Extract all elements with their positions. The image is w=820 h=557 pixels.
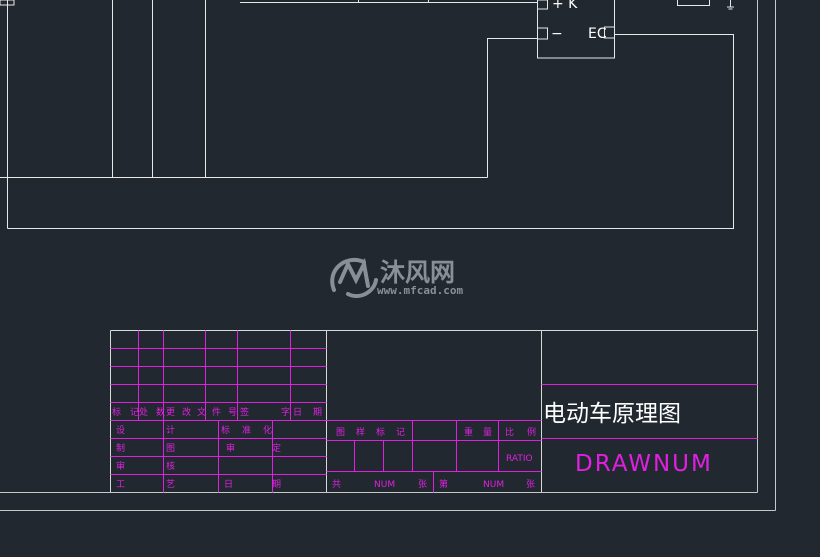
- rev-header-11: 字: [281, 406, 290, 418]
- sheet-total-label: 共: [332, 479, 341, 490]
- row3-cell-2: 核: [166, 460, 175, 472]
- drawing-number: DRAWNUM: [575, 451, 713, 477]
- rev-header-13: 期: [313, 407, 322, 418]
- sheet-index-unit: 张: [526, 479, 535, 490]
- mfcad-logo-icon: [330, 257, 378, 299]
- row1-cell-5: 化: [263, 424, 272, 436]
- rev-header-4: 数: [156, 406, 165, 418]
- sheet-frame: [0, 0, 776, 511]
- schematic-wiring: [0, 0, 734, 229]
- row2-cell-1: 制: [116, 442, 125, 454]
- pin-k-label: + K: [552, 0, 578, 12]
- mid-header-4: 记: [396, 427, 405, 438]
- rev-header-8: 件: [212, 406, 221, 418]
- mid-header-6: 量: [483, 427, 492, 438]
- rev-header-5: 更: [166, 407, 175, 418]
- sheet-index-value: NUM: [483, 480, 504, 490]
- pin-ec-box: [604, 26, 615, 39]
- mid-header-1: 图: [336, 427, 345, 438]
- ground-component: [677, 0, 734, 10]
- sheet-total-value: NUM: [374, 480, 395, 490]
- row3-cell-1: 审: [116, 460, 125, 472]
- mid-header-2: 样: [356, 426, 365, 438]
- rev-header-7: 文: [197, 406, 206, 418]
- title-block: 标 记 处 数 更 改 文 件 号 签 字 日 期 设 计 标 准 化 制 图 …: [110, 330, 758, 493]
- sheet-index-label: 第: [439, 478, 448, 490]
- row4-cell-4: 期: [272, 479, 281, 490]
- pin-ec-label: EC: [588, 26, 607, 42]
- mid-header-5: 重: [464, 426, 473, 438]
- rev-header-2: 记: [130, 407, 139, 418]
- row2-cell-2: 图: [166, 443, 175, 454]
- row1-cell-3: 标: [221, 424, 230, 436]
- row4-cell-2: 艺: [166, 479, 175, 490]
- pin-neg-label: −: [551, 26, 563, 42]
- rev-header-6: 改: [182, 406, 191, 418]
- watermark: 沐风网 www.mfcad.com: [330, 257, 463, 299]
- mid-header-7: 比: [505, 426, 514, 438]
- drawing-title: 电动车原理图: [543, 401, 681, 427]
- controller-device[interactable]: [537, 0, 615, 59]
- row4-cell-3: 日: [224, 479, 233, 490]
- pin-neg-box: [537, 27, 548, 40]
- rev-header-12: 日: [293, 407, 302, 418]
- watermark-name: 沐风网: [380, 258, 455, 287]
- mid-header-8: 例: [527, 426, 536, 438]
- rev-header-9: 号: [228, 407, 237, 418]
- row2-cell-3: 审: [226, 442, 235, 454]
- row4-cell-1: 工: [116, 480, 125, 490]
- ratio-label: RATIO: [506, 454, 533, 464]
- row1-cell-1: 设: [116, 425, 125, 436]
- rev-header-1: 标: [112, 406, 121, 418]
- watermark-url: www.mfcad.com: [377, 284, 463, 297]
- row2-cell-4: 定: [272, 442, 281, 454]
- sheet-total-unit: 张: [418, 479, 427, 490]
- row1-cell-2: 计: [166, 424, 175, 436]
- rev-header-3: 处: [139, 406, 148, 418]
- rev-header-10: 签: [240, 406, 249, 418]
- row1-cell-4: 准: [242, 425, 251, 436]
- mid-header-3: 标: [376, 426, 385, 438]
- pin-k-box: [537, 0, 548, 10]
